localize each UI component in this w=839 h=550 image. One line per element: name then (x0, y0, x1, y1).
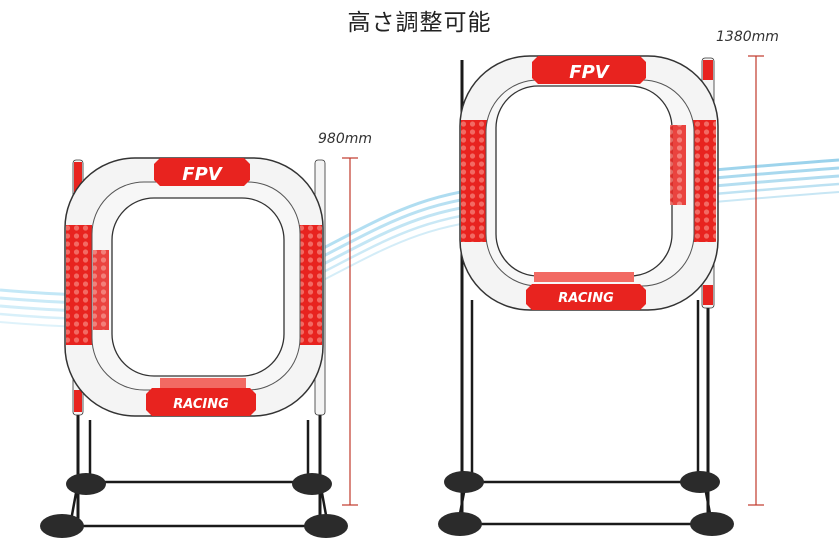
height-label-small: 980mm (318, 131, 372, 147)
flag-right-red (703, 60, 713, 80)
gate-small-bottom-text: RACING (173, 397, 229, 412)
base-frame (456, 480, 714, 526)
foot-front-left (40, 514, 84, 538)
dimension-large (748, 55, 764, 506)
banner-top (532, 56, 646, 84)
foot-front-right (304, 514, 348, 538)
hex-inner-right (670, 125, 686, 205)
flag-right-red-bottom (703, 285, 713, 305)
banner-bottom-back (534, 272, 634, 282)
hex-left (461, 120, 487, 242)
gate-large-bottom-text: RACING (558, 291, 614, 306)
foot-back-right (680, 471, 720, 493)
gate-large (438, 55, 734, 536)
banner-bottom-back (160, 378, 246, 388)
dimension-small (342, 157, 358, 506)
frame-opening (111, 197, 285, 377)
banner-bottom (146, 388, 256, 416)
foot-front-left (438, 512, 482, 536)
gate-large-top-text: FPV (569, 62, 610, 83)
frame-opening (495, 85, 673, 277)
gate-small (40, 157, 348, 538)
headline: 高さ調整可能 (347, 10, 492, 36)
base-frame (68, 480, 330, 528)
hex-left (66, 225, 92, 345)
foot-back-left (444, 471, 484, 493)
flag-left-red (74, 162, 82, 192)
banner-top (154, 158, 250, 186)
height-label-large: 1380mm (716, 29, 779, 45)
foot-front-right (690, 512, 734, 536)
gate-small-top-text: FPV (182, 164, 223, 185)
flag-left-red-bottom (74, 390, 82, 412)
foot-back-left (66, 473, 106, 495)
foot-back-right (292, 473, 332, 495)
banner-bottom (526, 284, 646, 310)
hex-inner-left (93, 250, 109, 330)
